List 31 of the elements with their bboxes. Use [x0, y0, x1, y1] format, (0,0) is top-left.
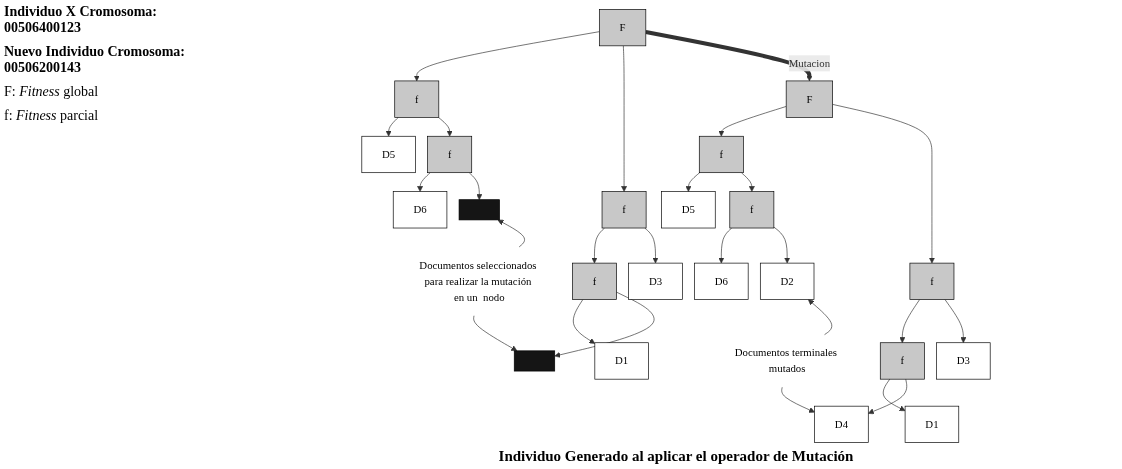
caption: Individuo Generado al aplicar el operador de Mutación [498, 448, 854, 465]
node-box: D1 [594, 342, 649, 380]
node-box: F [785, 80, 833, 118]
node-box [513, 350, 556, 372]
node-box [458, 199, 500, 221]
individual-heading: Individuo X Cromosoma: 00506400123 [4, 4, 158, 36]
node-box: D3 [936, 342, 991, 380]
node-box: D6 [392, 191, 448, 229]
node-box: f [909, 262, 955, 300]
arrow [645, 30, 813, 82]
node-box: f [729, 191, 775, 229]
node-box: F [599, 9, 647, 47]
node-box: D6 [694, 262, 749, 300]
node-box: f [879, 342, 925, 380]
legend-note: F: Fitness global [4, 84, 100, 100]
legend-note: f: Fitness parcial [4, 108, 100, 124]
node-box: D3 [628, 262, 683, 300]
node-box: D1 [904, 405, 960, 443]
node-box: f [601, 191, 647, 229]
node-box: f [394, 80, 440, 118]
node-box: f [427, 135, 473, 174]
edge-label: Mutacion [788, 57, 831, 69]
individual-heading: Nuevo Individuo Cromosoma: 00506200143 [4, 44, 186, 76]
node-box: D5 [661, 191, 716, 229]
node-box: f [572, 262, 617, 300]
node-text: Documentos seleccionados para realizar la mutación en un nodo [419, 259, 537, 303]
node-box: D4 [814, 405, 869, 443]
node-box: D5 [361, 135, 416, 174]
node-box: f [698, 135, 744, 174]
node-box: D2 [759, 262, 815, 300]
node-text: Documentos terminales mutados [734, 346, 837, 375]
